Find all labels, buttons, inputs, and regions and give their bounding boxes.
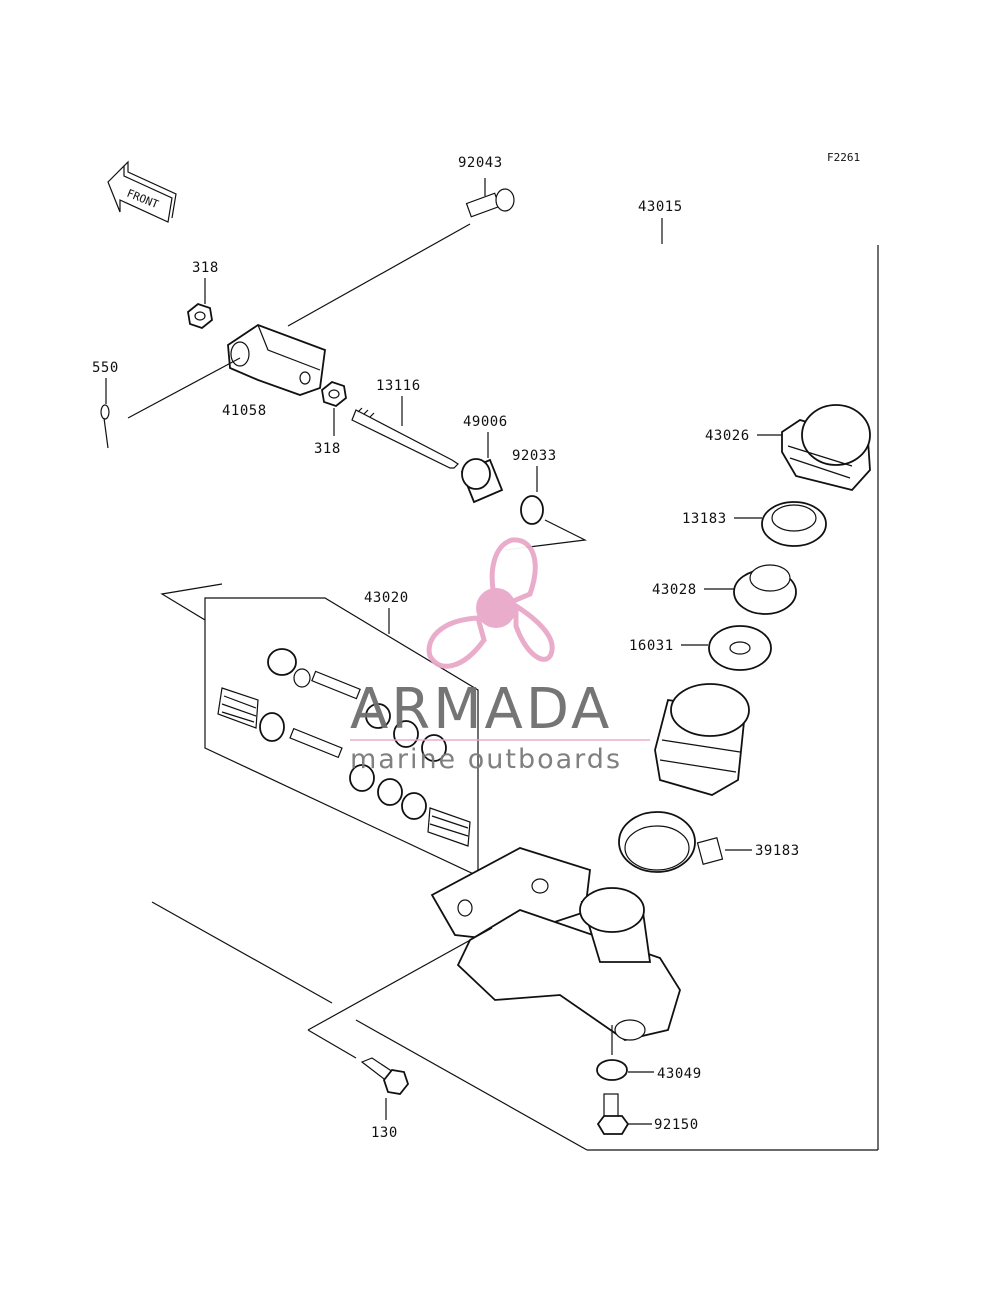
clevis-41058 <box>227 323 326 396</box>
leader-550 <box>127 357 241 419</box>
washer-43049 <box>596 1059 628 1081</box>
nut-318-top <box>187 302 213 330</box>
label-43026: 43026 <box>705 428 750 444</box>
plate-13183 <box>761 501 827 547</box>
label-49006: 49006 <box>463 414 508 430</box>
cotter-pin-550 <box>100 404 110 449</box>
kit-components-43020 <box>217 648 471 847</box>
figure-code: F2261 <box>827 151 860 164</box>
watermark-tagline: marine outboards <box>350 744 622 775</box>
boot-49006 <box>460 458 504 504</box>
pin-92043 <box>465 178 515 218</box>
label-318-top: 318 <box>192 260 219 276</box>
label-39183: 39183 <box>755 843 800 859</box>
label-13116: 13116 <box>376 378 421 394</box>
diaphragm-43028 <box>733 564 797 615</box>
label-43020: 43020 <box>364 590 409 606</box>
label-130: 130 <box>371 1125 398 1141</box>
label-13183: 13183 <box>682 511 727 527</box>
label-43015: 43015 <box>638 199 683 215</box>
push-rod-13116 <box>351 407 459 469</box>
watermark: ARMADA marine outboards <box>350 537 650 775</box>
label-318-bottom: 318 <box>314 441 341 457</box>
snap-ring-92033 <box>520 495 544 525</box>
label-41058: 41058 <box>222 403 267 419</box>
reservoir-body <box>654 683 750 796</box>
label-16031: 16031 <box>629 638 674 654</box>
clamp-39183 <box>618 811 724 873</box>
label-550: 550 <box>92 360 119 376</box>
nut-318-bottom <box>321 380 347 408</box>
bolt-130 <box>360 1057 410 1095</box>
reservoir-cap-43026 <box>781 404 871 492</box>
gasket-16031 <box>708 625 772 671</box>
label-92043: 92043 <box>458 155 503 171</box>
bleeder-92150 <box>596 1093 630 1135</box>
label-92033: 92033 <box>512 448 557 464</box>
watermark-brand: ARMADA <box>350 677 612 742</box>
front-arrow-icon: FRONT <box>107 160 177 223</box>
leader-92043 <box>287 223 471 327</box>
label-92150: 92150 <box>654 1117 699 1133</box>
propeller-logo-icon <box>426 537 555 669</box>
label-43049: 43049 <box>657 1066 702 1082</box>
label-43028: 43028 <box>652 582 697 598</box>
master-cylinder-body <box>430 847 681 1041</box>
